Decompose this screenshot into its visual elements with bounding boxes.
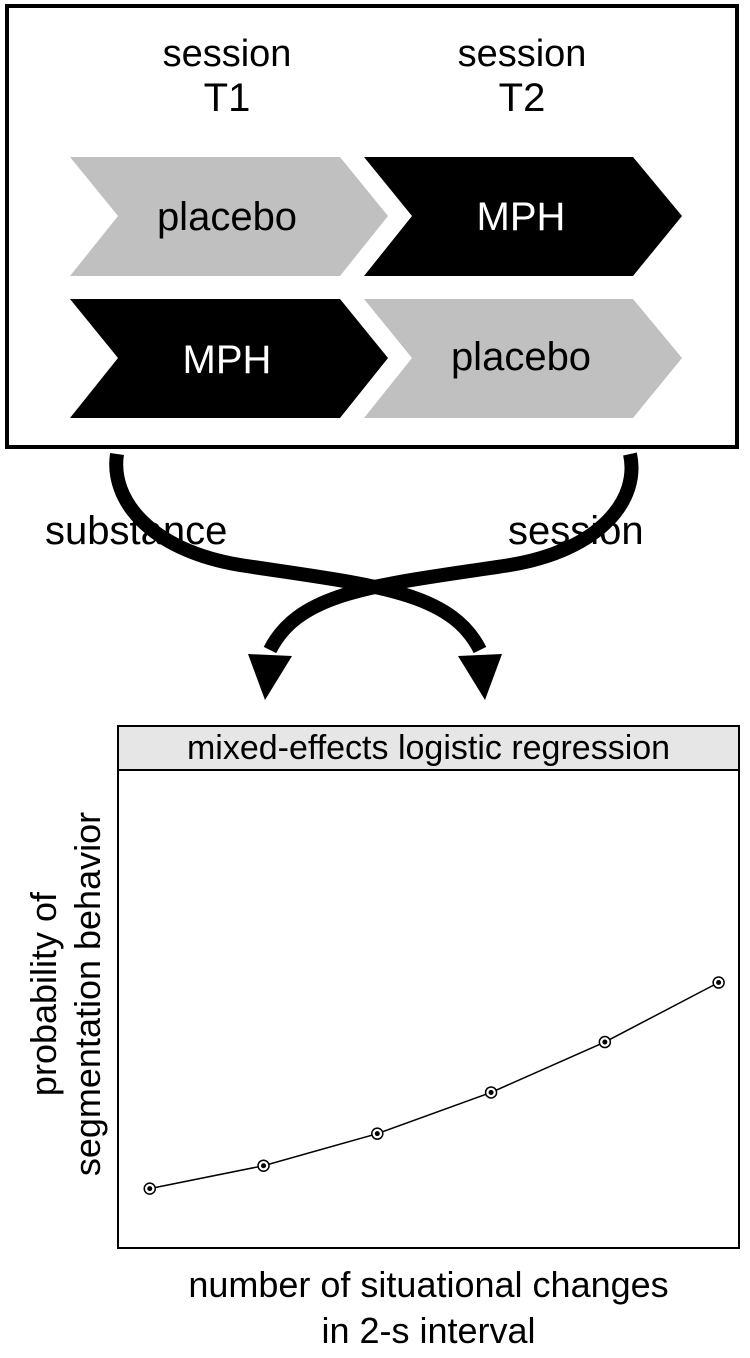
data-point-1-core bbox=[147, 1186, 153, 1192]
session-t2-line2: T2 bbox=[498, 76, 546, 120]
series-line bbox=[149, 981, 719, 1190]
data-point-3-core bbox=[374, 1131, 380, 1137]
y-axis-label-line2: segmentation behavior bbox=[67, 811, 108, 1177]
plot-area bbox=[143, 976, 725, 1195]
model-title: mixed-effects logistic regression bbox=[119, 727, 738, 771]
x-axis-label-line2: in 2-s interval bbox=[321, 1310, 536, 1351]
data-point-4-core bbox=[488, 1089, 494, 1095]
data-point-5-core bbox=[602, 1039, 608, 1045]
series-points bbox=[143, 976, 725, 1195]
chevron-r2-t1 bbox=[70, 299, 388, 418]
x-axis-label-line1: number of situational changes bbox=[188, 1264, 669, 1305]
factor-substance-label: substance bbox=[45, 509, 228, 553]
x-axis-label: number of situational changes in 2-s int… bbox=[117, 1262, 740, 1354]
y-axis-label-line1: probability of bbox=[23, 891, 64, 1097]
substance-arrow-path bbox=[109, 452, 487, 654]
chevron-r1-t2 bbox=[364, 157, 682, 276]
crossover-design-box bbox=[5, 4, 739, 449]
session-t2-header: session T2 bbox=[412, 32, 632, 120]
session-t2-line1: session bbox=[457, 33, 587, 75]
model-panel bbox=[117, 725, 740, 1249]
chevron-r2-t1-label: MPH bbox=[182, 338, 272, 382]
session-t1-line1: session bbox=[162, 33, 292, 75]
data-point-2-core bbox=[261, 1163, 267, 1169]
session-t1-header: session T1 bbox=[117, 32, 337, 120]
chevron-r1-t2-label: MPH bbox=[476, 195, 566, 239]
factor-session-label: session bbox=[508, 509, 644, 553]
session-t1-line2: T1 bbox=[203, 76, 251, 120]
chevron-r1-t1 bbox=[70, 157, 388, 276]
data-point-6-core bbox=[716, 980, 722, 986]
chevron-r2-t2 bbox=[364, 299, 682, 418]
chevron-r2-t2-label: placebo bbox=[450, 335, 592, 379]
y-axis-label: probability of segmentation behavior bbox=[22, 744, 114, 1244]
chevron-layer bbox=[70, 157, 682, 418]
substance-arrowhead bbox=[458, 654, 502, 700]
chevron-r1-t1-label: placebo bbox=[156, 195, 298, 239]
factor-arrows bbox=[109, 452, 639, 700]
session-arrowhead bbox=[248, 654, 292, 700]
session-arrow-path bbox=[263, 452, 639, 654]
